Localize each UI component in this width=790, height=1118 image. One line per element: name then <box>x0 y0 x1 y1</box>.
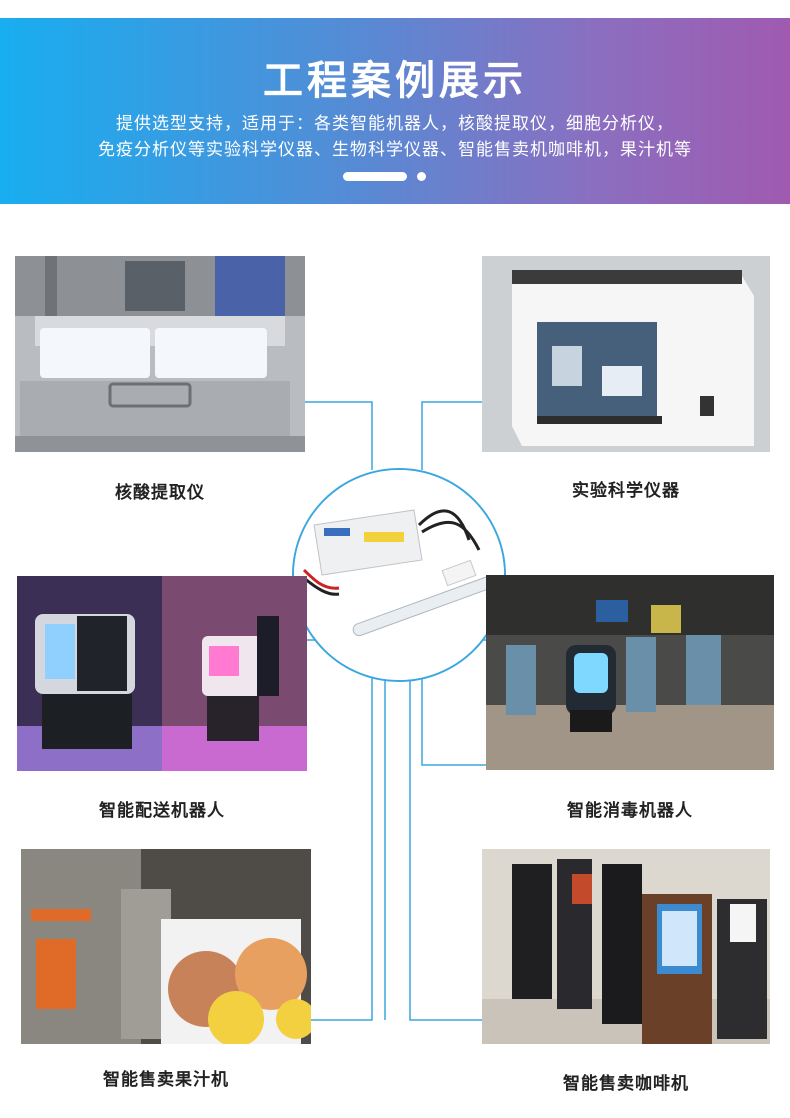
uv-lamp-product-icon <box>294 470 504 680</box>
indicator-active-bar <box>343 172 407 181</box>
photo-lab-instrument <box>482 256 770 452</box>
photo-disinfection-robot <box>486 575 774 770</box>
banner-subtitle-line2: 免疫分析仪等实验科学仪器、生物科学仪器、智能售卖机咖啡机，果汁机等 <box>98 140 692 160</box>
center-product-image <box>292 468 506 682</box>
photo-coffee-vending-machine <box>482 849 770 1044</box>
case-label-nucleic-acid-extractor: 核酸提取仪 <box>115 483 205 503</box>
case-label-juice-vending-machine: 智能售卖果汁机 <box>103 1070 229 1090</box>
banner-subtitle-line1: 提供选型支持，适用于：各类智能机器人，核酸提取仪，细胞分析仪， <box>116 114 674 134</box>
photo-nucleic-acid-extractor <box>15 256 305 452</box>
photo-juice-vending-machine <box>21 849 311 1044</box>
indicator-dot <box>417 172 426 181</box>
case-label-coffee-vending-machine: 智能售卖咖啡机 <box>563 1074 689 1094</box>
case-label-disinfection-robot: 智能消毒机器人 <box>567 801 693 821</box>
header-banner: 工程案例展示 提供选型支持，适用于：各类智能机器人，核酸提取仪，细胞分析仪， 免… <box>0 18 790 204</box>
photo-delivery-robot <box>17 576 307 771</box>
page-title: 工程案例展示 <box>263 58 527 104</box>
case-label-lab-instrument: 实验科学仪器 <box>572 481 680 501</box>
case-label-delivery-robot: 智能配送机器人 <box>99 801 225 821</box>
